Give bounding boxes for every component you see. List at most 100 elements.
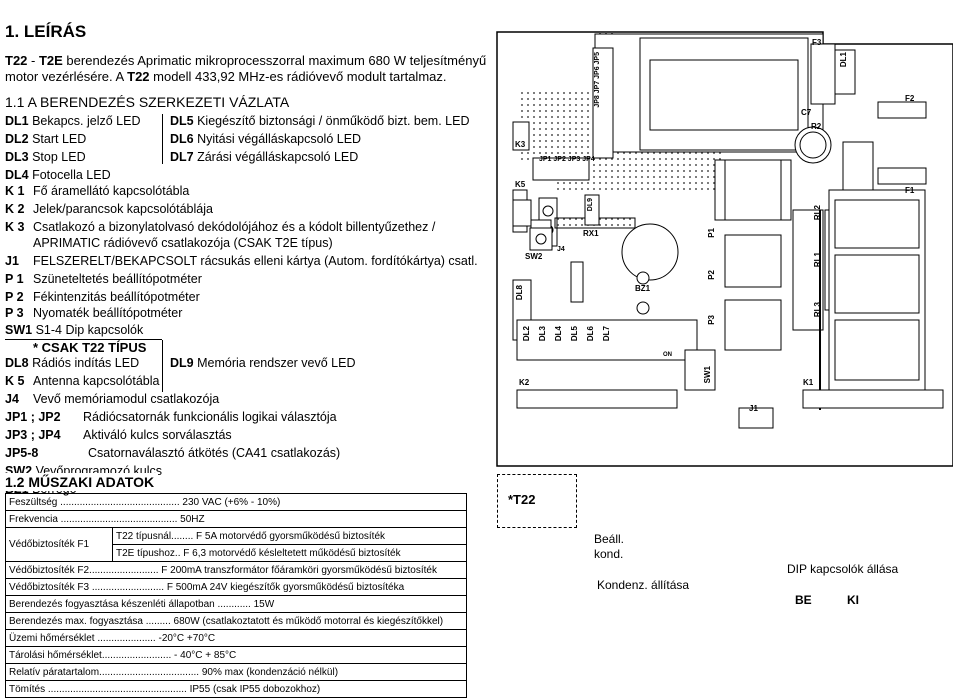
spec-row: Relatív páratartalom....................…: [5, 663, 467, 681]
board-label-k3: K3: [515, 140, 526, 149]
board-label-jp1-4: JP1 JP2 JP3 JP4: [539, 156, 595, 163]
item-dl2: DL2 Start LED: [5, 132, 87, 146]
board-label-sw1: SW1: [703, 366, 712, 384]
spec-row: Üzemi hőmérséklet ..................... …: [5, 629, 467, 647]
board-label-dl1: DL1: [839, 52, 848, 68]
spec-row: Védőbiztosíték F1 T22 típusnál........ F…: [5, 527, 467, 562]
board-label-led-2: DL4: [554, 326, 563, 342]
spec-operating-temp: Üzemi hőmérséklet ..................... …: [5, 629, 467, 647]
board-label-bz1: BZ1: [635, 284, 651, 293]
column-divider: [162, 114, 163, 164]
board-label-j1: J1: [749, 404, 758, 413]
spec-f1-t22: T22 típusnál........ F 5A motorvédő gyor…: [112, 527, 467, 545]
spec-f1-t2e: T2E típushoz.. F 6,3 motorvédő késleltet…: [112, 544, 467, 562]
board-label-led-3: DL5: [570, 326, 579, 342]
item-dl9: DL9 Memória rendszer vevő LED: [170, 356, 356, 370]
item-dl8: DL8 Rádiós indítás LED: [5, 356, 140, 370]
t22-divider: [162, 340, 163, 392]
t22-variant-box: [497, 474, 577, 528]
section-heading-structure: 1.1 A BERENDEZÉS SZERKEZETI VÁZLATA: [5, 94, 290, 110]
board-label-k5: K5: [515, 180, 526, 189]
item-k3-continued: APRIMATIC rádióvevő csatlakozója (CSAK T…: [33, 236, 333, 250]
board-label-led-4: DL6: [586, 326, 595, 342]
dip-off-label: KI: [847, 593, 859, 607]
dip-switch-heading: DIP kapcsolók állása: [787, 562, 899, 576]
spec-frequency: Frekvencia .............................…: [5, 510, 467, 528]
board-label-f1: F1: [905, 186, 915, 195]
intro-line-1: T22 - T2E berendezés Aprimatic mikroproc…: [5, 53, 487, 68]
intro-line-2: motor vezérlésére. A T22 modell 433,92 M…: [5, 69, 447, 84]
spec-humidity: Relatív páratartalom....................…: [5, 663, 467, 681]
section-heading-specs: 1.2 MŰSZAKI ADATOK: [5, 473, 159, 491]
board-label-led-0: DL2: [522, 326, 531, 342]
board-label-rl3: RL3: [813, 302, 822, 318]
board-label-k1: K1: [803, 378, 814, 387]
spec-row: Berendezés fogyasztása készenléti állapo…: [5, 595, 467, 613]
board-outline: [496, 31, 953, 467]
item-dl5: DL5 Kiegészítő biztonsági / önműködő biz…: [170, 114, 470, 128]
board-label-sw2: SW2: [525, 252, 543, 261]
spec-max: Berendezés max. fogyasztása ......... 68…: [5, 612, 467, 630]
spec-f1-label: Védőbiztosíték F1: [5, 527, 113, 562]
t22-only-heading: * CSAK T22 TÍPUS: [33, 340, 147, 355]
setting-label-1: Beáll.: [594, 532, 625, 546]
setting-label-2: kond.: [594, 547, 624, 561]
board-label-dl9: DL9: [587, 198, 594, 212]
item-dl1: DL1 Bekapcs. jelző LED: [5, 114, 141, 128]
spec-row: Védőbiztosíték F3 ......................…: [5, 578, 467, 596]
board-label-rl1: RL1: [813, 252, 822, 268]
spec-standby: Berendezés fogyasztása készenléti állapo…: [5, 595, 467, 613]
spec-f3: Védőbiztosíték F3 ......................…: [5, 578, 467, 596]
dip-on-label: BE: [795, 593, 812, 607]
item-sw1: SW1 S1-4 Dip kapcsolók: [5, 323, 144, 337]
t22-underline: [5, 339, 162, 340]
board-label-p3: P3: [707, 315, 716, 325]
specs-table: Feszültség .............................…: [5, 493, 467, 698]
item-dl3: DL3 Stop LED: [5, 150, 86, 164]
spec-row: Tömítés ................................…: [5, 680, 467, 698]
board-label-p2: P2: [707, 270, 716, 280]
board-label-j4: J4: [557, 246, 565, 253]
board-label-r2: R2: [811, 122, 822, 131]
capacitor-setting-label: Kondenz. állítása: [597, 578, 690, 592]
spec-row: Berendezés max. fogyasztása ......... 68…: [5, 612, 467, 630]
board-label-p1: P1: [707, 228, 716, 238]
spec-row: Frekvencia .............................…: [5, 510, 467, 528]
board-label-f2: F2: [905, 94, 915, 103]
board-label-f3: F3: [812, 38, 822, 47]
board-label-c7: C7: [801, 108, 812, 117]
board-label-on: ON: [663, 352, 672, 358]
board-label-led-1: DL3: [538, 326, 547, 342]
spec-sealing: Tömítés ................................…: [5, 680, 467, 698]
circuit-board-diagram: F3 DL1 F2 F1 C7 R2 K3 JP8 JP7 JP6 JP5 JP…: [495, 30, 953, 468]
item-dl7: DL7 Zárási végálláskapcsoló LED: [170, 150, 359, 164]
board-label-dl8: DL8: [515, 285, 524, 301]
page-title: 1. LEÍRÁS: [5, 22, 87, 41]
t22-variant-label: *T22: [508, 492, 536, 507]
spec-storage-temp: Tárolási hőmérséklet....................…: [5, 646, 467, 664]
board-label-k2: K2: [519, 378, 530, 387]
spec-row: Tárolási hőmérséklet....................…: [5, 646, 467, 664]
board-label-rl2: RL2: [813, 205, 822, 221]
item-dl6: DL6 Nyitási végálláskapcsoló LED: [170, 132, 362, 146]
board-label-rx1: RX1: [583, 229, 599, 238]
board-label-jp5-8: JP8 JP7 JP6 JP5: [594, 52, 601, 108]
board-label-led-5: DL7: [602, 326, 611, 342]
spec-voltage: Feszültség .............................…: [5, 493, 467, 511]
item-dl4: DL4 Fotocella LED: [5, 168, 111, 182]
spec-f2: Védőbiztosíték F2.......................…: [5, 561, 467, 579]
spec-row: Feszültség .............................…: [5, 493, 467, 511]
spec-row: Védőbiztosíték F2.......................…: [5, 561, 467, 579]
